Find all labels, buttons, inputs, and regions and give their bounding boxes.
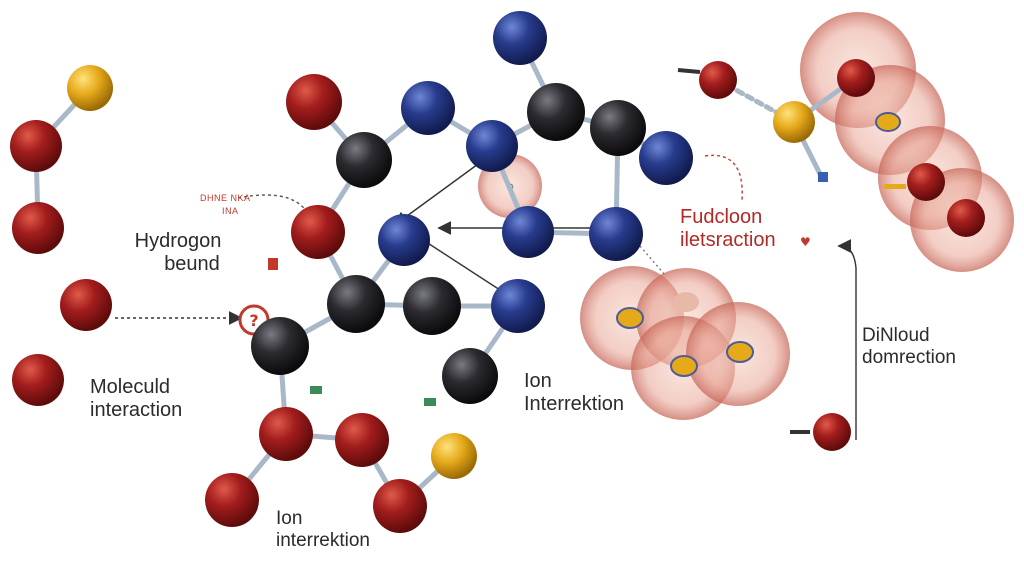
electron-core bbox=[670, 355, 698, 377]
oxygen-atom bbox=[205, 473, 259, 527]
connector-line bbox=[419, 237, 501, 291]
red-tag-icon bbox=[268, 258, 278, 270]
nitrogen-atom bbox=[378, 214, 430, 266]
fuction-interaction-line2: iletsraction bbox=[680, 229, 776, 251]
nitrogen-atom bbox=[639, 131, 693, 185]
atoms bbox=[10, 11, 985, 533]
oxygen-atom bbox=[335, 413, 389, 467]
green-tag-icon bbox=[424, 398, 436, 406]
diffusion-direction-label: DiNloud domrection bbox=[862, 325, 956, 369]
oxygen-atom bbox=[907, 163, 945, 201]
sulfur-atom bbox=[773, 101, 815, 143]
carbon-atom bbox=[336, 132, 392, 188]
oxygen-atom bbox=[60, 279, 112, 331]
oxygen-atom bbox=[12, 354, 64, 406]
tiny-annotation: DHNE NKA bbox=[200, 193, 251, 203]
arrow-diffusion bbox=[837, 239, 857, 440]
fuction-interaction-line1: Fudcloon bbox=[680, 206, 763, 228]
nitrogen-atom bbox=[401, 81, 455, 135]
carbon-atom bbox=[327, 275, 385, 333]
electron-cloud-cluster-right bbox=[800, 12, 1014, 272]
oxygen-atom bbox=[373, 479, 427, 533]
electron-core bbox=[726, 341, 754, 363]
diffusion-direction-line2: domrection bbox=[862, 346, 956, 368]
carbon-atom bbox=[442, 348, 498, 404]
sulfur-atom bbox=[431, 433, 477, 479]
heart-marker-icon: ♥ bbox=[800, 235, 811, 249]
oxygen-atom bbox=[699, 61, 737, 99]
carbon-atom bbox=[590, 100, 646, 156]
yellow-dash-icon bbox=[884, 184, 906, 189]
nitrogen-atom bbox=[589, 207, 643, 261]
oxygen-atom bbox=[12, 202, 64, 254]
electron-core bbox=[673, 292, 699, 312]
nitrogen-atom bbox=[493, 11, 547, 65]
fuction-interaction-label: Fudcloon iletsraction bbox=[680, 206, 776, 252]
oxygen-atom bbox=[837, 59, 875, 97]
ion-interaction-center-label: Ion Interrektion bbox=[524, 370, 624, 416]
electron-cloud-cluster-center bbox=[580, 266, 790, 420]
curved-connector-red bbox=[704, 154, 743, 201]
carbon-atom bbox=[403, 277, 461, 335]
carbon-atom bbox=[251, 317, 309, 375]
molecule-interaction-label-line1: Moleculd bbox=[90, 376, 171, 398]
ion-interaction-bottom-line1: Ion bbox=[276, 508, 303, 529]
nitrogen-atom bbox=[466, 120, 518, 172]
blue-tag-icon bbox=[818, 172, 828, 182]
oxygen-atom bbox=[813, 413, 851, 451]
question-mark-glyph: ? bbox=[249, 311, 258, 330]
diffusion-direction-line1: DiNloud bbox=[862, 325, 930, 346]
dotted-connector bbox=[639, 245, 666, 276]
ion-tail-marker bbox=[677, 68, 701, 74]
hydrogen-bond-label-line1: Hydrogon bbox=[134, 230, 222, 252]
sulfur-atom bbox=[67, 65, 113, 111]
electron-core bbox=[616, 307, 644, 329]
molecule-interaction-label: Moleculd interaction bbox=[90, 376, 182, 422]
oxygen-atom bbox=[10, 120, 62, 172]
carbon-atom bbox=[527, 83, 585, 141]
ion-interaction-center-line1: Ion bbox=[524, 370, 552, 392]
oxygen-atom bbox=[259, 407, 313, 461]
hydrogen-bond-label: Hydrogon beund bbox=[118, 230, 238, 276]
ion-interaction-center-line2: Interrektion bbox=[524, 393, 625, 415]
ion-interaction-bottom-line2: interrektion bbox=[276, 529, 370, 551]
electron-core bbox=[875, 112, 901, 132]
nitrogen-atom bbox=[491, 279, 545, 333]
oxygen-atom bbox=[947, 199, 985, 237]
nitrogen-atom bbox=[502, 206, 554, 258]
ion-interaction-bottom-label: Ion interrektion bbox=[276, 508, 370, 552]
hydrogen-bond-label-line2: beund bbox=[164, 253, 220, 275]
tiny-annotation: INA bbox=[222, 206, 239, 216]
oxygen-atom bbox=[286, 74, 342, 130]
oxygen-atom bbox=[291, 205, 345, 259]
molecule-interaction-label-line2: interaction bbox=[90, 399, 183, 421]
green-tag-icon bbox=[310, 386, 322, 394]
